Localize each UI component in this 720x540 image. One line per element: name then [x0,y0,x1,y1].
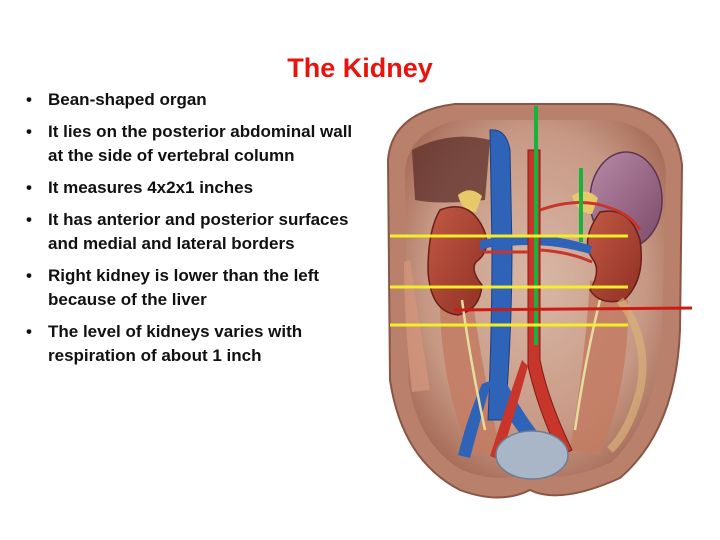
bullet-text: The level of kidneys varies with respira… [48,322,303,365]
bullet-item: • It has anterior and posterior surfaces … [26,208,371,256]
bullet-text: Right kidney is lower than the left beca… [48,266,320,309]
bullet-dot: • [26,322,32,341]
left-ureter [573,299,602,431]
renal-artery-left [539,248,593,264]
right-common-iliac-artery [490,360,528,460]
bullet-item: • Bean-shaped organ [26,88,371,112]
bullet-dot: • [26,266,32,285]
right-renal-vein [480,238,495,250]
left-kidney [586,210,643,303]
right-iliac-vein [458,380,492,458]
bullet-item: • The level of kidneys varies with respir… [26,320,371,368]
adrenal-gland-right [458,190,482,212]
bullet-dot: • [26,178,32,197]
bullet-dot: • [26,122,32,141]
bullet-dot: • [26,90,32,109]
right-kidney [427,206,488,316]
colon-tissue [607,297,647,453]
inferior-vena-cava [487,129,513,421]
pelvic-organ [495,430,569,480]
bullet-item: • It lies on the posterior abdominal wall… [26,120,371,168]
bullet-text: It lies on the posterior abdominal wall … [48,122,353,165]
bullet-text: It has anterior and posterior surfaces a… [48,210,349,253]
bullet-item: • Right kidney is lower than the left bec… [26,264,371,312]
diagonal-marker-line [453,306,693,312]
liver-region [412,136,490,203]
bullet-dot: • [26,210,32,229]
slide-title: The Kidney [287,53,433,83]
abdominal-aorta [527,149,573,457]
kidney-anatomy-figure [386,103,693,499]
splenic-artery [539,200,642,231]
right-ureter [460,299,487,431]
bullet-text: It measures 4x2x1 inches [48,178,254,197]
bullet-text: Bean-shaped organ [48,90,207,109]
bullet-list: • Bean-shaped organ • It lies on the poste… [26,88,371,376]
bullet-item: • It measures 4x2x1 inches [26,176,371,200]
